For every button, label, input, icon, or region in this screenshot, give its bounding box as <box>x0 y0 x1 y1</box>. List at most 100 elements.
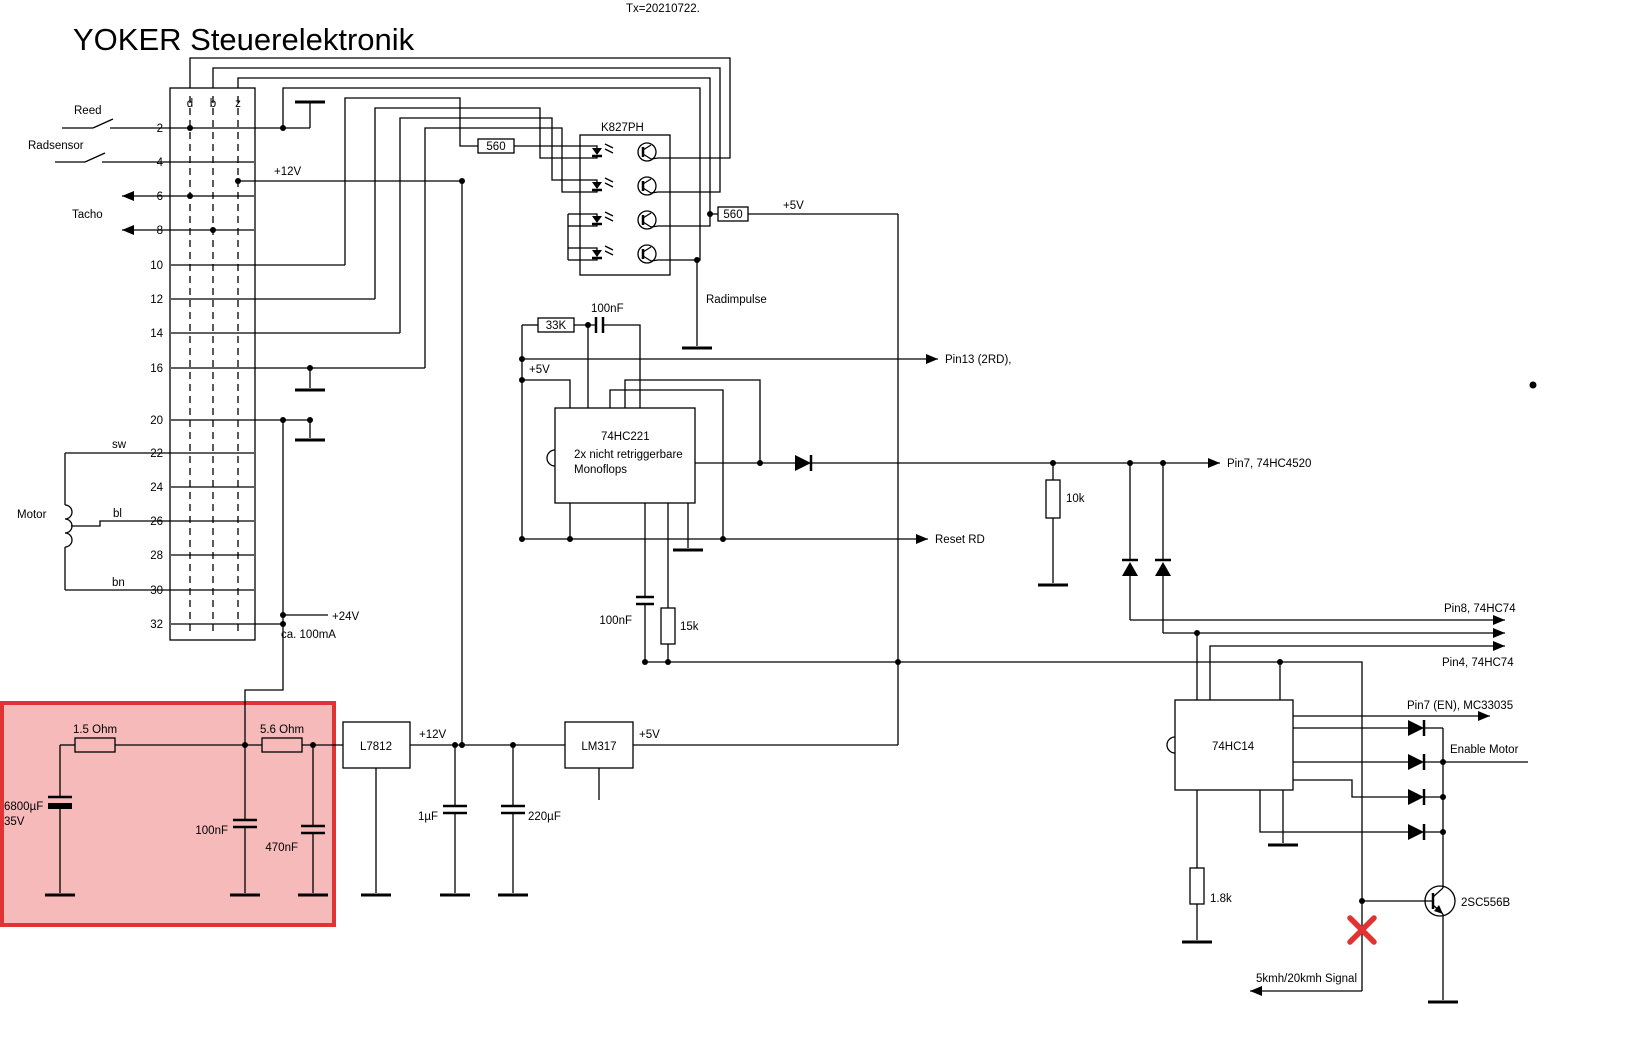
col-label-b: b <box>210 98 216 110</box>
diode-icon <box>1408 824 1424 840</box>
v12-top-label: +12V <box>274 166 302 178</box>
motor-coil <box>64 452 254 591</box>
arrow-right-icon <box>1208 458 1220 468</box>
col-label-z: z <box>235 98 241 110</box>
v12-psu-label: +12V <box>419 729 447 741</box>
arrow-right-icon <box>926 354 938 364</box>
resistor-560-in-label: 560 <box>486 141 505 153</box>
led-icon <box>592 216 602 223</box>
ic-74hc221-desc1: 2x nicht retriggerbare <box>574 449 683 461</box>
col-label-d: d <box>187 98 193 110</box>
optocoupler-k827ph: K827PH 560 <box>477 122 899 745</box>
pin-numbers: 2 4 6 8 10 12 14 16 20 22 24 26 28 30 32 <box>150 123 163 631</box>
opto-input-stubs <box>567 213 580 261</box>
bl-label: bl <box>113 508 122 520</box>
reed-label: Reed <box>74 105 102 117</box>
resistor-560-out-label: 560 <box>723 209 742 221</box>
phototransistor-icon <box>637 142 657 162</box>
pin-label: 2 <box>157 123 163 135</box>
arrow-right-icon <box>1493 615 1505 625</box>
diode-icon <box>795 455 811 471</box>
junction-dots <box>187 125 1446 904</box>
resistor-1k8 <box>1189 867 1205 905</box>
ic-74hc14-outline <box>1174 699 1294 791</box>
bn-label: bn <box>112 577 125 589</box>
transistor-label: 2SC556B <box>1461 897 1511 909</box>
opto-channels <box>580 142 670 264</box>
radsensor-label: Radsensor <box>28 140 84 152</box>
resistor-10k <box>1045 479 1061 519</box>
input-sensors: Reed Radsensor Tacho Motor sw bl bn <box>17 105 310 591</box>
pin-label: 28 <box>150 550 163 562</box>
arrow-right-icon <box>1493 641 1505 651</box>
arrow-left-icon <box>122 191 134 201</box>
pin-label: 22 <box>150 448 163 460</box>
pin-label: 10 <box>150 260 163 272</box>
cap-220uf-label: 220µF <box>528 811 561 823</box>
ic-notch <box>1166 736 1176 754</box>
stray-dot <box>1529 381 1537 389</box>
arrow-left-icon <box>1250 986 1262 996</box>
radsensor-switch <box>55 152 254 163</box>
resistor-15k <box>660 607 676 645</box>
enable-motor-label: Enable Motor <box>1450 744 1519 756</box>
psu-highlight-box <box>0 701 336 927</box>
arrow-left-icon <box>122 225 134 235</box>
speed-signal-label: 5kmh/20kmh Signal <box>1256 973 1357 985</box>
top-wiring: +12V +24V ca. 100mA <box>189 57 731 745</box>
resistor-15k-label: 15k <box>680 621 699 633</box>
pin-label: 12 <box>150 294 163 306</box>
cap-100nf-top-label: 100nF <box>591 303 624 315</box>
ic-74hc221-label: 74HC221 <box>601 431 650 443</box>
ic-74hc14-label: 74HC14 <box>1212 741 1255 753</box>
pin13-label: Pin13 (2RD), <box>945 354 1011 366</box>
led-icon <box>592 148 602 155</box>
header: Tx=20210722. YOKER Steuerelektronik <box>73 3 700 57</box>
cap-100nf-psu-label: 100nF <box>195 825 228 837</box>
ic-notch <box>546 449 556 467</box>
resistor-10k-label: 10k <box>1066 493 1085 505</box>
pin-label: 8 <box>157 225 163 237</box>
v5-mono-label: +5V <box>529 364 550 376</box>
led-icon <box>592 182 602 189</box>
pin-label: 4 <box>157 157 164 169</box>
cap-1uf-label: 1µF <box>418 811 438 823</box>
page-title: YOKER Steuerelektronik <box>73 22 415 57</box>
pin-label: 30 <box>150 585 163 597</box>
resistor-1k8-label: 1.8k <box>1210 893 1232 905</box>
phototransistor-icon <box>637 210 657 230</box>
pin-rows <box>171 264 425 625</box>
diode-icon <box>1408 789 1424 805</box>
pin-label: 16 <box>150 363 163 375</box>
reed-switch <box>62 118 310 129</box>
pin4-74hc74-label: Pin4, 74HC74 <box>1442 657 1514 669</box>
diode-icon <box>1408 754 1424 770</box>
resistor-5r6-label: 5.6 Ohm <box>260 724 304 736</box>
pin-label: 26 <box>150 516 163 528</box>
sw-label: sw <box>112 439 127 451</box>
ic-74hc221-desc2: Monoflops <box>574 464 627 476</box>
reset-rd-label: Reset RD <box>935 534 985 546</box>
opto-outline <box>579 134 671 276</box>
psu-section: 1.5 Ohm 5.6 Ohm 6800µF 35V 100nF 470nF L… <box>4 721 898 897</box>
tacho-label: Tacho <box>72 209 103 221</box>
cap-100nf-bottom-label: 100nF <box>599 615 632 627</box>
misc-marks <box>1347 381 1537 945</box>
diode-icon <box>1408 720 1424 736</box>
phototransistor-icon <box>637 176 657 196</box>
pin-label: 32 <box>150 619 163 631</box>
arrow-right-icon <box>916 534 928 544</box>
pin-label: 6 <box>157 191 163 203</box>
connector-block: d b z 2 4 6 8 10 12 14 16 20 22 24 26 28… <box>150 87 425 641</box>
cap-6800uf-volt-label: 35V <box>4 816 25 828</box>
opto-part-label: K827PH <box>601 122 644 134</box>
pin7-4520-label: Pin7, 74HC4520 <box>1227 458 1311 470</box>
arrow-right-icon <box>1478 711 1490 721</box>
v5-opto-label: +5V <box>783 200 804 212</box>
red-x-mark <box>1347 915 1377 945</box>
resistor-1r5-label: 1.5 Ohm <box>73 724 117 736</box>
v5-psu-label: +5V <box>639 729 660 741</box>
phototransistor-icon <box>637 244 657 264</box>
pin-label: 14 <box>150 328 163 340</box>
